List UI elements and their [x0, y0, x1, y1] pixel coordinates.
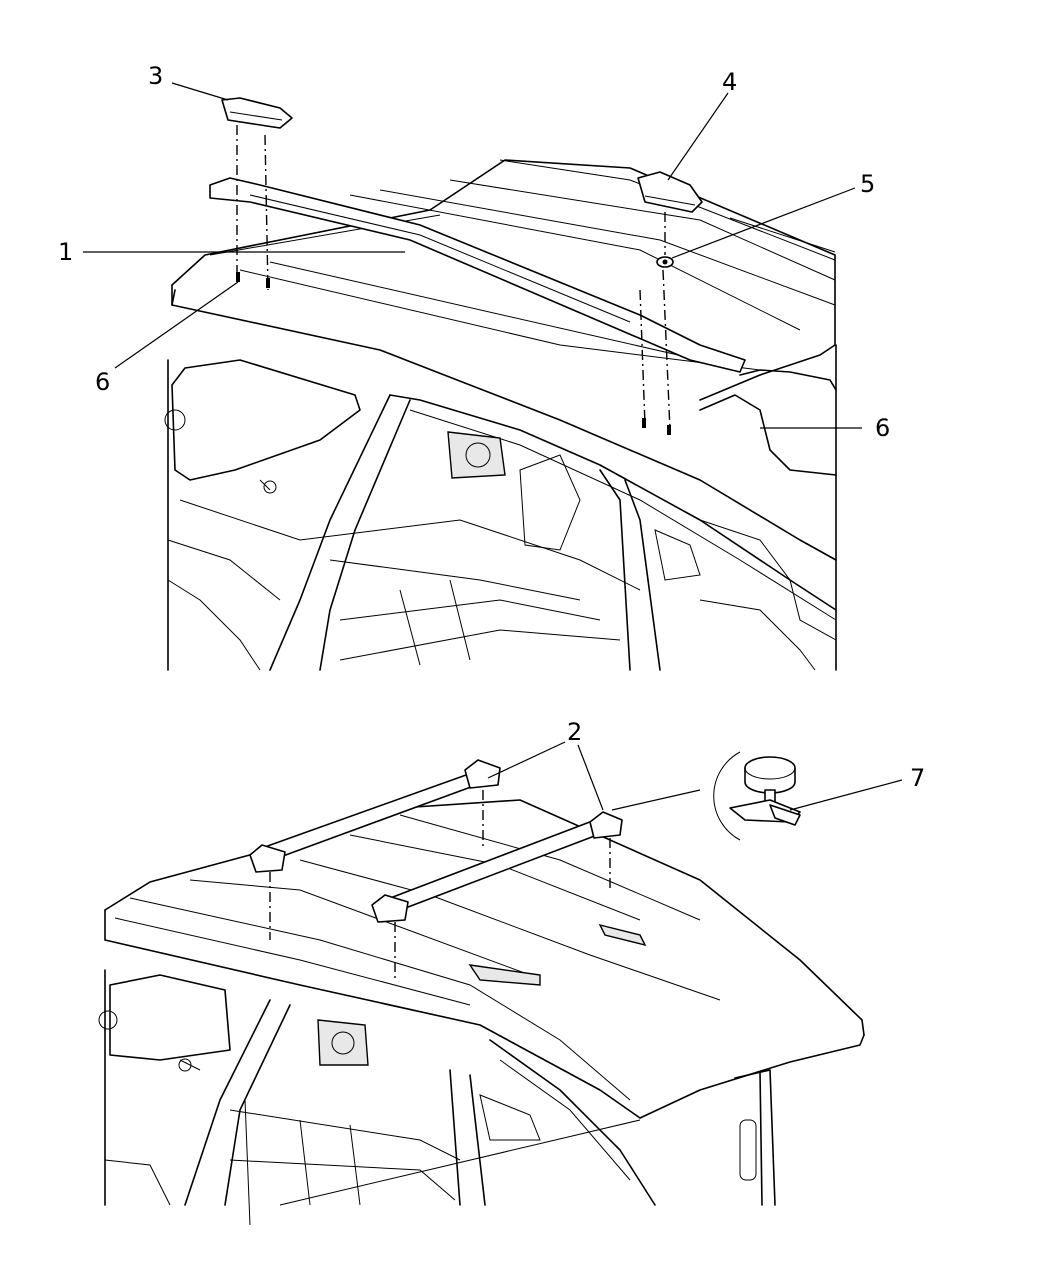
callout-5: 5 [860, 170, 875, 198]
rail-end-cap-front [637, 171, 703, 213]
callout-4: 4 [722, 68, 737, 96]
top-vehicle-view [164, 159, 837, 671]
callout-1: 1 [58, 238, 73, 266]
rail-end-cap-rear [221, 97, 293, 129]
callout-2: 2 [567, 718, 582, 746]
nut [656, 256, 674, 268]
crossbar-clamp-knob-detail [713, 751, 801, 841]
callout-6-right: 6 [875, 414, 890, 442]
callout-6-left: 6 [95, 368, 110, 396]
callout-3: 3 [148, 62, 163, 90]
callout-7: 7 [910, 764, 925, 792]
bottom-vehicle-view [98, 759, 865, 1226]
studs [236, 272, 671, 435]
